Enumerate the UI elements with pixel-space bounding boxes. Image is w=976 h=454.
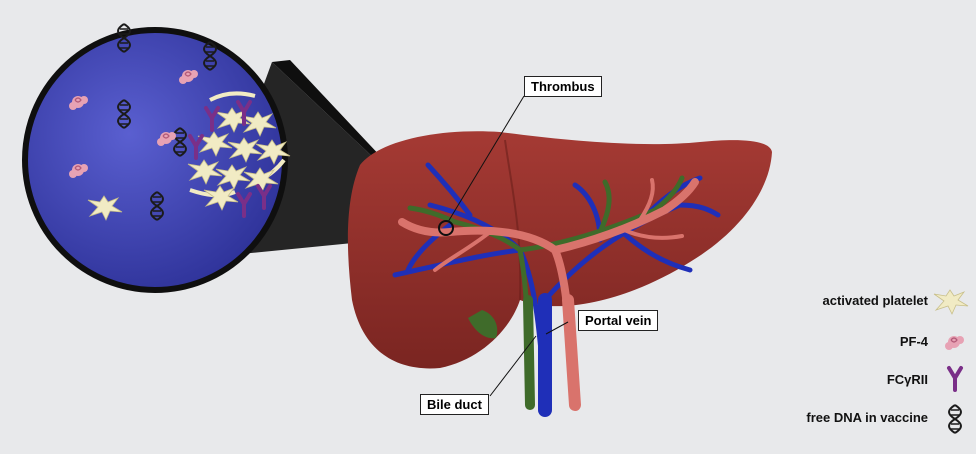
legend-item-activated-platelet: activated platelet — [823, 293, 929, 308]
bile-duct-label: Bile duct — [420, 394, 489, 415]
portal-vein-trunk — [568, 300, 575, 405]
bile-duct-trunk — [528, 300, 530, 405]
magnified-view — [25, 24, 290, 290]
portal-vein-label: Portal vein — [578, 310, 658, 331]
legend-item-free-dna: free DNA in vaccine — [806, 410, 928, 425]
legend-item-pf4: PF-4 — [900, 334, 928, 349]
activated-platelet-icon — [934, 290, 968, 314]
fcgrii-icon — [949, 368, 961, 390]
legend-item-fcgrii: FCγRII — [887, 372, 928, 387]
dna-icon — [949, 405, 961, 433]
thrombus-label: Thrombus — [524, 76, 602, 97]
pf4-icon — [945, 336, 964, 350]
